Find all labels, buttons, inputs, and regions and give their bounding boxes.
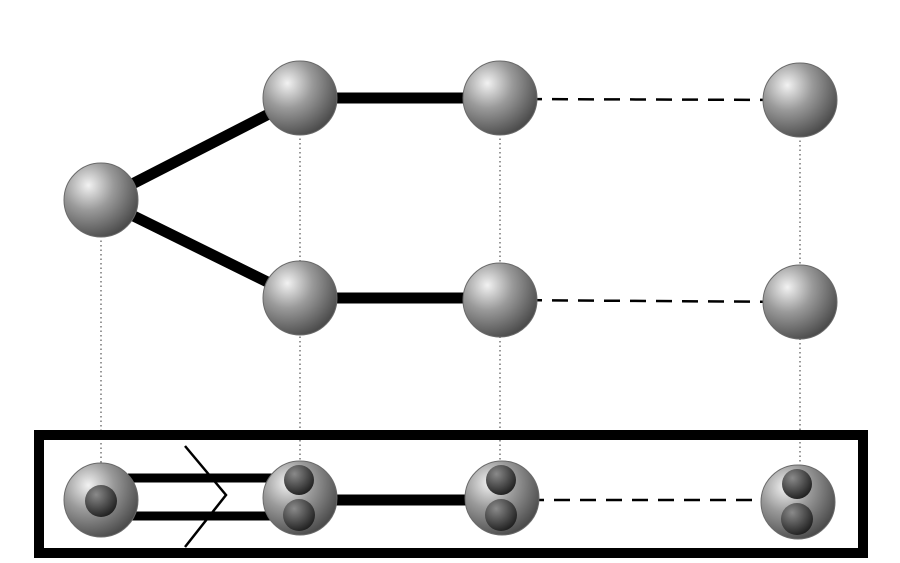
inner-sphere (85, 485, 117, 517)
sphere-upper-2 (462, 60, 538, 136)
inner-sphere-bottom (283, 499, 315, 531)
inner-sphere-top (486, 465, 516, 495)
sphere-upper-1 (262, 60, 338, 136)
sphere-lower-1 (262, 260, 338, 336)
sphere-lower-2 (462, 262, 538, 338)
quotient-box-frame (34, 430, 868, 558)
sphere-upper-far (762, 62, 838, 138)
sphere-root (63, 162, 139, 238)
quotient-sphere-2 (464, 460, 540, 536)
quotient-sphere-far (760, 464, 836, 540)
quotient-node-root (63, 462, 139, 538)
inner-sphere-bottom (781, 503, 813, 535)
quotient-node-2 (464, 460, 540, 536)
edge-upper-2-upper-far-dashed (499, 97, 801, 102)
inner-sphere-bottom (485, 499, 517, 531)
upper-graph-nodes (63, 60, 838, 340)
upper-graph-edges (98, 92, 801, 304)
inner-sphere-top (782, 469, 812, 499)
quotient-node-far (760, 464, 836, 540)
quotient-edges (128, 445, 800, 548)
quotient-sphere-1 (262, 460, 338, 536)
double-arrow-chevron (184, 445, 228, 548)
quotient-node-1 (262, 460, 338, 536)
edge-lower-2-lower-far-dashed (499, 298, 801, 304)
sphere-lower-far (762, 264, 838, 340)
inner-sphere-top (284, 465, 314, 495)
